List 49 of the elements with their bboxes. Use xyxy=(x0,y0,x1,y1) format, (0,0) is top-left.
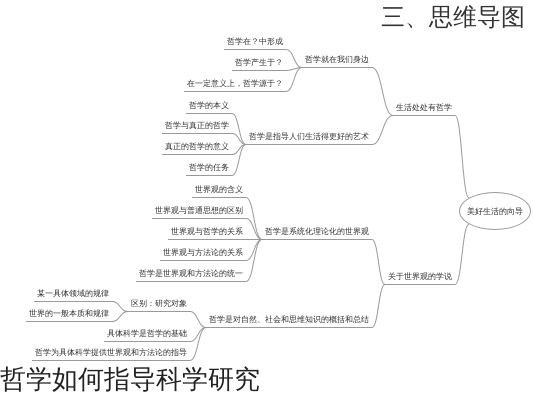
branch-line xyxy=(232,144,246,176)
branch-line xyxy=(286,49,302,68)
branch-line xyxy=(190,311,206,328)
branch-line xyxy=(286,67,302,92)
title: 三、思维导图 xyxy=(381,3,525,31)
topic-label: 哲学的任务 xyxy=(186,162,232,176)
branch-line xyxy=(232,113,246,145)
topic-label: 哲学产生于？ xyxy=(232,57,286,71)
topic-label: 某一具体领域的规律 xyxy=(34,288,112,302)
topic-label: 区别：研究对象 xyxy=(128,298,190,312)
branch-line xyxy=(246,197,262,240)
topic-label: 哲学就在我们身边 xyxy=(302,54,372,68)
branch-line xyxy=(286,67,302,71)
central-topic-ellipse: 美好生活的向导 xyxy=(459,192,531,230)
branch-line xyxy=(454,224,470,285)
topic-label: 哲学的本义 xyxy=(186,100,232,114)
branch-line xyxy=(372,284,386,328)
caption: 哲学如何指导科学研究 xyxy=(0,364,260,396)
branch-line xyxy=(232,144,246,155)
branch-line xyxy=(372,67,394,116)
topic-label: 哲学为具体科学提供世界观和方法论的指导 xyxy=(32,347,190,361)
topic-label: 具体科学是哲学的基础 xyxy=(104,328,190,342)
topic-label: 世界观与方法论的关系 xyxy=(160,247,246,261)
branch-line xyxy=(190,327,206,361)
branch-line xyxy=(372,239,386,285)
topic-label: 世界的一般本质和规律 xyxy=(26,308,112,322)
topic-label: 生活处处有哲学 xyxy=(393,102,455,116)
topic-label: 哲学是指导人们生活得更好的艺术 xyxy=(246,131,372,145)
branch-line xyxy=(190,327,206,342)
branch-line xyxy=(372,115,394,145)
topic-label: 哲学是世界观和方法论的统一 xyxy=(136,268,246,282)
branch-line xyxy=(246,218,262,240)
topic-label: 关于世界观的学说 xyxy=(385,271,455,285)
topic-label: 哲学是对自然、社会和思维知识的概括和总结 xyxy=(206,314,372,328)
topic-label: 哲学是系统化理论化的世界观 xyxy=(262,226,372,240)
branch-line xyxy=(232,133,246,145)
topic-label: 在一定意义上，哲学源于？ xyxy=(184,78,286,92)
topic-label: 真正的哲学的意义 xyxy=(162,141,232,155)
branch-line xyxy=(112,311,128,322)
branch-line xyxy=(246,239,262,240)
branch-line xyxy=(454,115,470,198)
topic-label: 哲学与真正的哲学 xyxy=(162,120,232,134)
branch-line xyxy=(246,239,262,282)
branch-line xyxy=(246,239,262,261)
branch-line xyxy=(112,301,128,312)
topic-label: 世界观与普通思想的区别 xyxy=(152,205,246,219)
topic-label: 哲学在？中形成 xyxy=(224,36,286,50)
topic-label: 世界观的含义 xyxy=(192,184,246,198)
topic-label: 世界观与哲学的关系 xyxy=(168,226,246,240)
